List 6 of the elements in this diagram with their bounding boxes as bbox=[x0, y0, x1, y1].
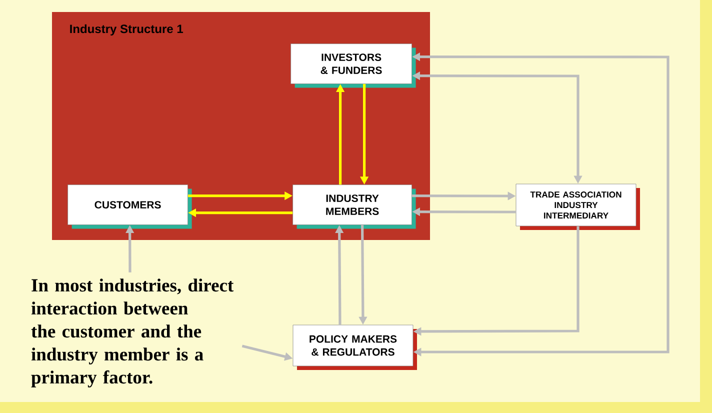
process-box: INDUSTRY MEMBERS bbox=[292, 184, 416, 229]
process-box: INVESTORS & FUNDERS bbox=[290, 44, 416, 88]
process-box: TRADE ASSOCIATION INDUSTRY INTERMEDIARY bbox=[516, 184, 640, 230]
process-box: POLICY MAKERS & REGULATORS bbox=[292, 324, 417, 370]
process-box: CUSTOMERS bbox=[68, 184, 192, 229]
note-text: In most industries, direct interaction between the customer and the industry member is a primary factor. bbox=[31, 278, 234, 388]
